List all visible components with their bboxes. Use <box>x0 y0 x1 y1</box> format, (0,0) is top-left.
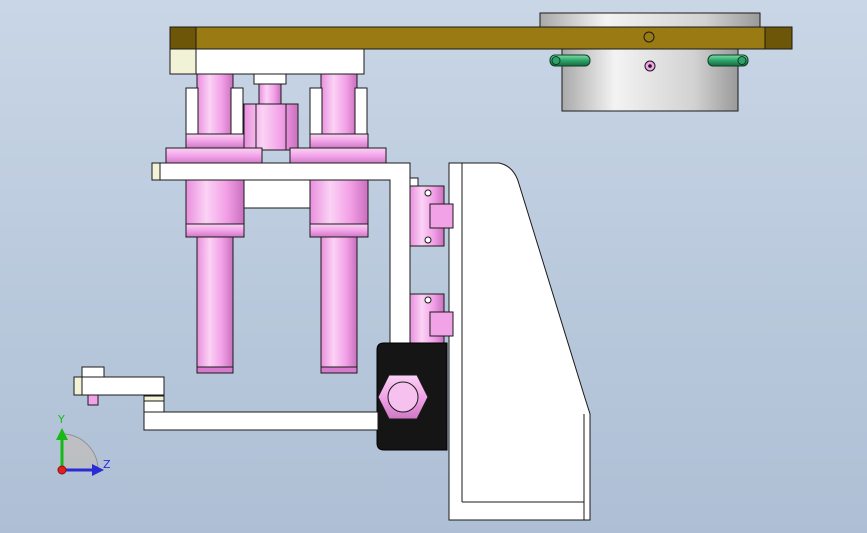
green-screw-left <box>549 54 591 67</box>
slide-block-upper <box>409 185 454 247</box>
pink-rod-right-lower <box>309 179 369 374</box>
pink-flange-left <box>165 147 263 165</box>
lower-arm <box>143 395 379 431</box>
slide-block-lower <box>409 293 454 345</box>
pink-rod-left-lower <box>185 179 245 374</box>
top-plate <box>169 26 793 50</box>
pink-rod-right-upper <box>309 73 369 149</box>
green-screw-right <box>707 54 749 67</box>
axis-triad[interactable] <box>56 428 104 476</box>
right-bracket <box>448 162 591 521</box>
upper-mount-block <box>169 48 365 75</box>
lower-left-gripper <box>73 366 165 406</box>
triad-y-label: Y <box>58 413 65 426</box>
triad-z-label: Z <box>103 458 111 471</box>
hex-nut <box>377 374 429 420</box>
center-nut-stack <box>243 73 299 151</box>
pink-flange-right <box>289 147 387 165</box>
pink-rod-left-upper <box>185 73 245 149</box>
